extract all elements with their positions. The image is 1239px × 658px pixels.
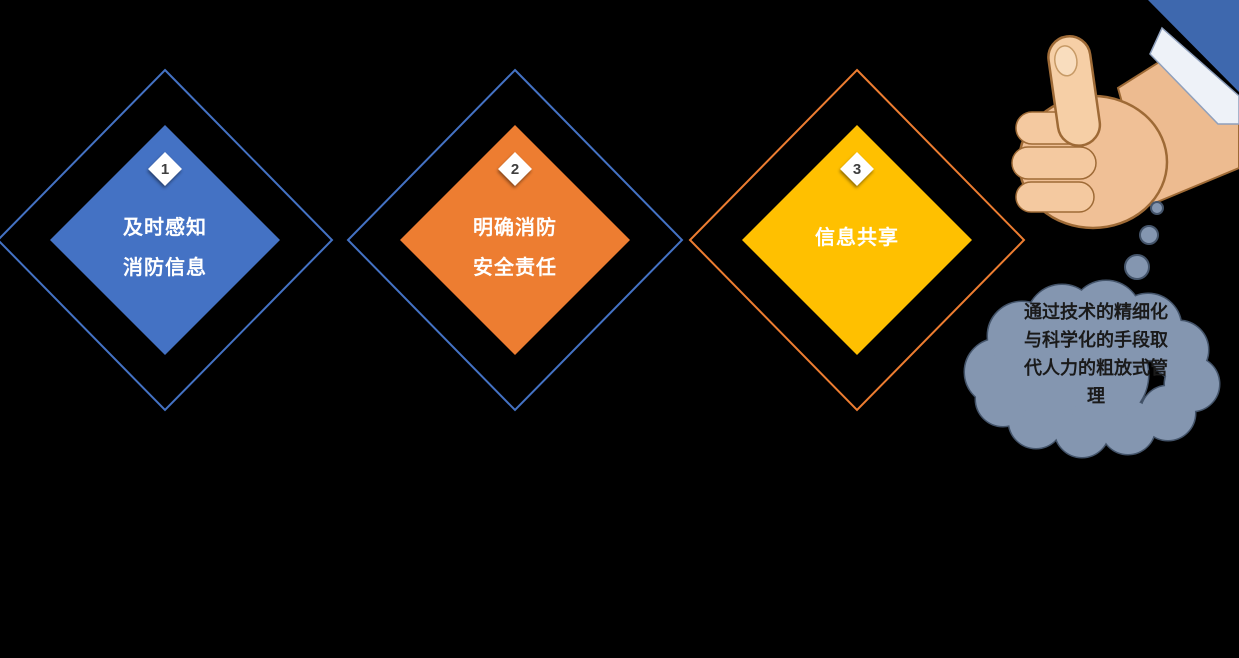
step3-diamond [742, 125, 972, 355]
shirt-cuff [1149, 26, 1239, 125]
jacket-sleeve [1148, 0, 1239, 92]
step1-number: 1 [160, 160, 170, 178]
step1-label-line1: 及时感知 [123, 217, 207, 239]
hand-finger [1015, 181, 1095, 213]
step3-number: 3 [852, 160, 862, 178]
hand-finger [1011, 146, 1097, 180]
step2-outline-diamond [346, 68, 684, 412]
step2-label: 明确消防 安全责任 [425, 208, 605, 288]
thumbs-up-icon [1011, 0, 1239, 230]
step3-outline-diamond [688, 68, 1026, 412]
step2-number-badge: 2 [498, 152, 532, 186]
step2-number: 2 [510, 160, 520, 178]
step3-number-badge: 3 [840, 152, 874, 186]
step1-number-badge: 1 [148, 152, 182, 186]
step1-outline-diamond [0, 68, 334, 412]
step2-label-line2: 安全责任 [473, 257, 557, 279]
thought-bubble-trail [1124, 201, 1164, 280]
step3-label-line1: 信息共享 [815, 227, 899, 249]
step1-label: 及时感知 消防信息 [75, 208, 255, 288]
step2-label-line1: 明确消防 [473, 217, 557, 239]
thumb-nail [1054, 45, 1078, 77]
step1-label-line2: 消防信息 [123, 257, 207, 279]
thought-cloud-text: 通过技术的精细化与科学化的手段取代人力的粗放式管理 [1024, 302, 1168, 406]
step1-diamond [50, 125, 280, 355]
step3-label: 信息共享 [767, 218, 947, 258]
step2-diamond [400, 125, 630, 355]
